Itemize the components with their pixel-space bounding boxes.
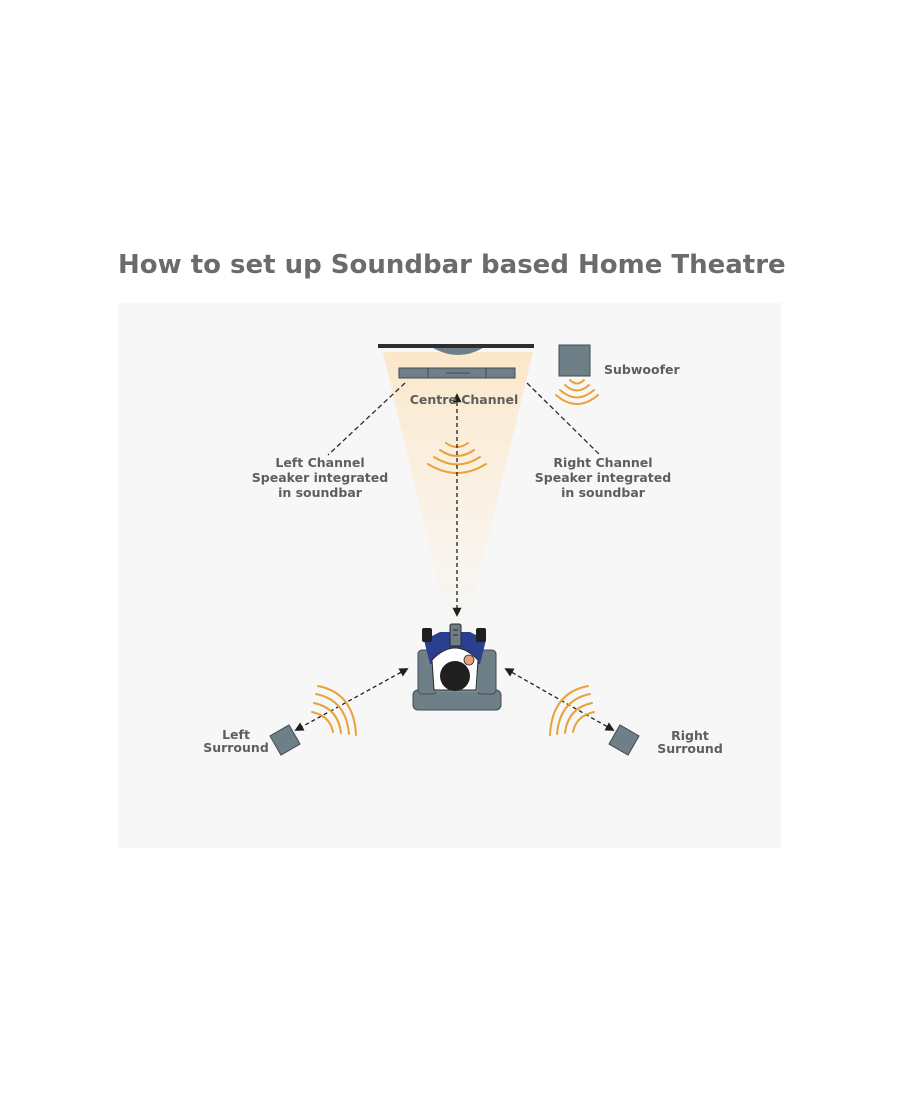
page-title: How to set up Soundbar based Home Theatr…: [118, 250, 786, 280]
left-surround-sound-wave-icon: [311, 685, 357, 736]
centre-channel-label: Centre Channel: [410, 392, 519, 407]
remote-icon: [449, 623, 462, 647]
right-surround-label-line-2: Surround: [657, 741, 723, 756]
subwoofer-sound-wave-icon: [555, 379, 599, 405]
right-surround-speaker-icon: [608, 724, 640, 756]
left-surround-label-line-1: Left: [222, 727, 250, 742]
right-surround-sound-wave-icon: [549, 685, 595, 736]
right-channel-line: [526, 382, 601, 456]
left-surround-label-line-2: Surround: [203, 740, 269, 755]
right-channel-label-line-3: in soundbar: [561, 485, 646, 500]
right-channel-label-line-1: Right Channel: [553, 455, 652, 470]
right-surround-label-line-1: Right: [671, 728, 709, 743]
left-surround-speaker-icon: [269, 724, 301, 756]
right-channel-label-line-2: Speaker integrated: [535, 470, 671, 485]
left-surround-arrow: [294, 668, 409, 731]
left-channel-label-line-2: Speaker integrated: [252, 470, 388, 485]
subwoofer-icon: [558, 344, 591, 377]
left-channel-label-line-1: Left Channel: [275, 455, 364, 470]
listener-icon: [422, 628, 486, 691]
left-channel-line: [327, 382, 406, 456]
left-channel-label-line-3: in soundbar: [278, 485, 363, 500]
subwoofer-label: Subwoofer: [604, 362, 680, 377]
soundbar-icon: [398, 367, 516, 379]
tv-icon: [378, 344, 534, 355]
